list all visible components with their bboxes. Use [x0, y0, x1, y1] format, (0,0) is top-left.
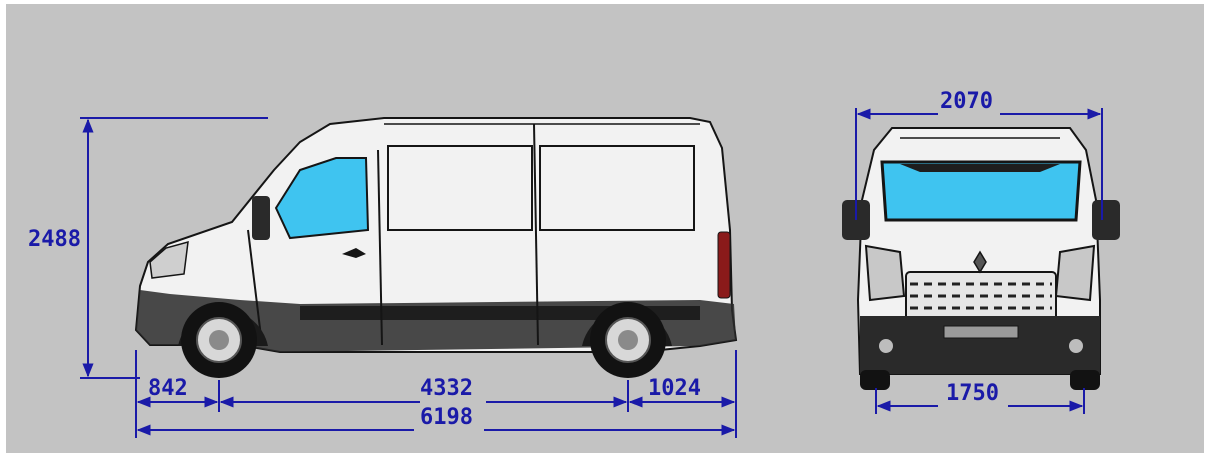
van-front-tire-left	[860, 370, 890, 390]
rear-overhang-label: 1024	[648, 376, 701, 401]
van-mirror-right	[1092, 200, 1120, 240]
van-grille	[905, 271, 1057, 321]
wheelbase-label: 4332	[420, 376, 473, 401]
van-side-mirror	[252, 196, 270, 240]
van-side-panel-rear	[539, 145, 695, 231]
dimension-lines	[80, 108, 1103, 438]
van-windshield-side	[274, 157, 370, 240]
van-side-panel-front	[387, 145, 533, 231]
van-windshield-front	[880, 160, 1082, 222]
van-front-bumper	[860, 316, 1100, 374]
van-headlight-right	[1054, 244, 1096, 302]
van-front-tire-right	[1070, 370, 1100, 390]
van-side-headlight	[149, 240, 189, 279]
van-tail-light	[717, 231, 731, 299]
front-overhang-label: 842	[148, 376, 188, 401]
van-rear-wheel	[590, 302, 666, 378]
van-headlight-left	[864, 244, 906, 302]
van-side-view	[134, 117, 738, 378]
van-front-view	[842, 127, 1120, 390]
height-label: 2488	[28, 227, 81, 252]
van-front-wheel	[181, 302, 257, 378]
total-length-label: 6198	[420, 405, 473, 430]
width-label: 2070	[940, 89, 993, 114]
van-plate	[943, 325, 1019, 339]
track-width-label: 1750	[946, 381, 999, 406]
van-front-logo	[973, 250, 987, 274]
